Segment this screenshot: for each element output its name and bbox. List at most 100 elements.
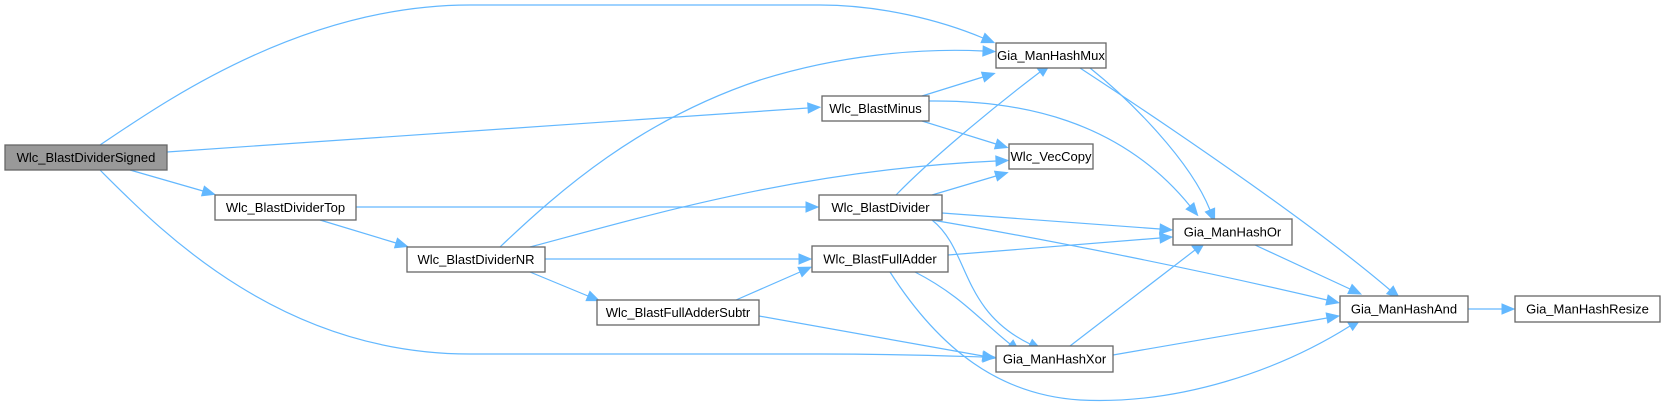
arrowhead-icon — [1204, 207, 1216, 223]
node-label: Gia_ManHashResize — [1526, 302, 1649, 317]
edge-line — [921, 76, 984, 97]
arrowhead-icon — [1159, 232, 1174, 244]
arrowhead-icon — [805, 201, 820, 213]
edge-n5-n8 — [931, 170, 1009, 196]
edge-line — [499, 49, 984, 248]
node-label: Wlc_BlastDividerNR — [417, 252, 534, 267]
edge-line — [529, 271, 589, 297]
arrowhead-icon — [993, 170, 1009, 182]
node-wlc-blastfulladdersubtr[interactable]: Wlc_BlastFullAdderSubtr — [596, 299, 760, 326]
arrowhead-icon — [1347, 283, 1363, 295]
edge-line — [928, 100, 1191, 207]
node-gia-manhashmux[interactable]: Gia_ManHashMux — [995, 42, 1107, 69]
edge-n2-n7 — [499, 45, 997, 248]
node-box — [596, 299, 760, 326]
node-wlc-blastdivider[interactable]: Wlc_BlastDivider — [818, 194, 943, 221]
node-wlc-blastfulladder[interactable]: Wlc_BlastFullAdder — [811, 245, 949, 273]
node-label: Wlc_BlastFullAdder — [823, 252, 937, 267]
arrowhead-icon — [807, 102, 822, 114]
node-box — [214, 194, 357, 221]
edge-n5-n11 — [931, 219, 1340, 306]
node-gia-manhashresize[interactable]: Gia_ManHashResize — [1514, 295, 1661, 323]
node-box — [1008, 143, 1094, 170]
node-label: Wlc_BlastMinus — [829, 101, 922, 116]
edge-line — [758, 315, 984, 357]
node-wlc-blastdividertop[interactable]: Wlc_BlastDividerTop — [214, 194, 357, 221]
node-box — [1339, 295, 1469, 323]
edge-line — [889, 271, 1351, 402]
edge-n7-n11 — [1079, 67, 1401, 299]
edge-line — [529, 160, 997, 248]
node-wlc-blastminus[interactable]: Wlc_BlastMinus — [821, 95, 930, 122]
node-box — [1514, 295, 1661, 323]
arrowhead-icon — [995, 155, 1010, 167]
node-box — [821, 95, 930, 122]
node-label: Gia_ManHashAnd — [1351, 302, 1457, 317]
edge-line — [99, 4, 984, 146]
edge-n5-n7 — [895, 63, 1051, 196]
arrowhead-icon — [993, 138, 1009, 150]
node-wlc-veccopy[interactable]: Wlc_VecCopy — [1008, 143, 1094, 170]
edge-line — [1079, 67, 1391, 291]
node-label: Gia_ManHashXor — [1003, 352, 1107, 367]
edge-n1-n5 — [356, 201, 820, 213]
arrowhead-icon — [1325, 312, 1341, 324]
node-box — [1172, 218, 1293, 246]
edge-n4-n8 — [921, 120, 1009, 150]
edge-line — [735, 271, 801, 301]
edge-n6-n10 — [914, 271, 1021, 353]
node-label: Wlc_VecCopy — [1011, 149, 1092, 164]
edge-line — [931, 175, 997, 196]
edge-line — [914, 271, 1011, 345]
node-label: Gia_ManHashOr — [1184, 225, 1282, 240]
edge-n0-n7 — [99, 4, 996, 146]
edge-n4-n7 — [921, 71, 996, 97]
edge-line — [1089, 67, 1211, 211]
edge-line — [931, 219, 1031, 345]
arrowhead-icon — [982, 45, 997, 57]
arrowhead-icon — [980, 32, 996, 44]
arrowhead-icon — [1501, 303, 1516, 315]
edge-n1-n2 — [319, 219, 409, 249]
edge-line — [941, 212, 1161, 230]
arrowhead-icon — [980, 71, 996, 83]
edge-line — [1069, 249, 1196, 347]
edge-n0-n1 — [129, 169, 216, 197]
edge-line — [1254, 244, 1351, 290]
edge-line — [921, 120, 997, 145]
edge-line — [319, 219, 397, 244]
node-box — [811, 245, 949, 273]
node-gia-manhashor[interactable]: Gia_ManHashOr — [1172, 218, 1293, 246]
arrowhead-icon — [585, 290, 601, 302]
edge-line — [895, 71, 1041, 196]
node-label: Gia_ManHashMux — [997, 48, 1105, 63]
node-box — [818, 194, 943, 221]
arrowhead-icon — [393, 237, 409, 249]
edge-n3-n6 — [735, 266, 813, 301]
node-wlc-blastdividersigned[interactable]: Wlc_BlastDividerSigned — [4, 144, 168, 171]
edge-line — [99, 169, 984, 358]
edge-n4-n9 — [928, 100, 1199, 217]
edge-n5-n10 — [931, 219, 1042, 350]
edge-n7-n9 — [1089, 67, 1216, 223]
edge-n2-n3 — [529, 271, 601, 302]
arrowhead-icon — [1159, 223, 1174, 235]
edge-n2-n6 — [545, 253, 813, 265]
edge-n2-n8 — [529, 155, 1010, 248]
node-gia-manhashand[interactable]: Gia_ManHashAnd — [1339, 295, 1469, 323]
node-box — [406, 246, 546, 273]
node-label: Wlc_BlastDivider — [831, 200, 930, 215]
edge-n9-n11 — [1254, 244, 1363, 295]
edge-n5-n9 — [941, 212, 1174, 235]
edge-n6-n9 — [947, 232, 1174, 256]
node-gia-manhashxor[interactable]: Gia_ManHashXor — [995, 345, 1114, 373]
edge-n3-n10 — [758, 315, 997, 362]
arrowhead-icon — [797, 266, 813, 278]
arrowhead-icon — [1325, 294, 1340, 306]
node-box — [995, 42, 1107, 69]
node-wlc-blastdividernr[interactable]: Wlc_BlastDividerNR — [406, 246, 546, 273]
arrowhead-icon — [1185, 201, 1199, 217]
arrowhead-icon — [798, 253, 813, 265]
edge-line — [166, 107, 809, 153]
